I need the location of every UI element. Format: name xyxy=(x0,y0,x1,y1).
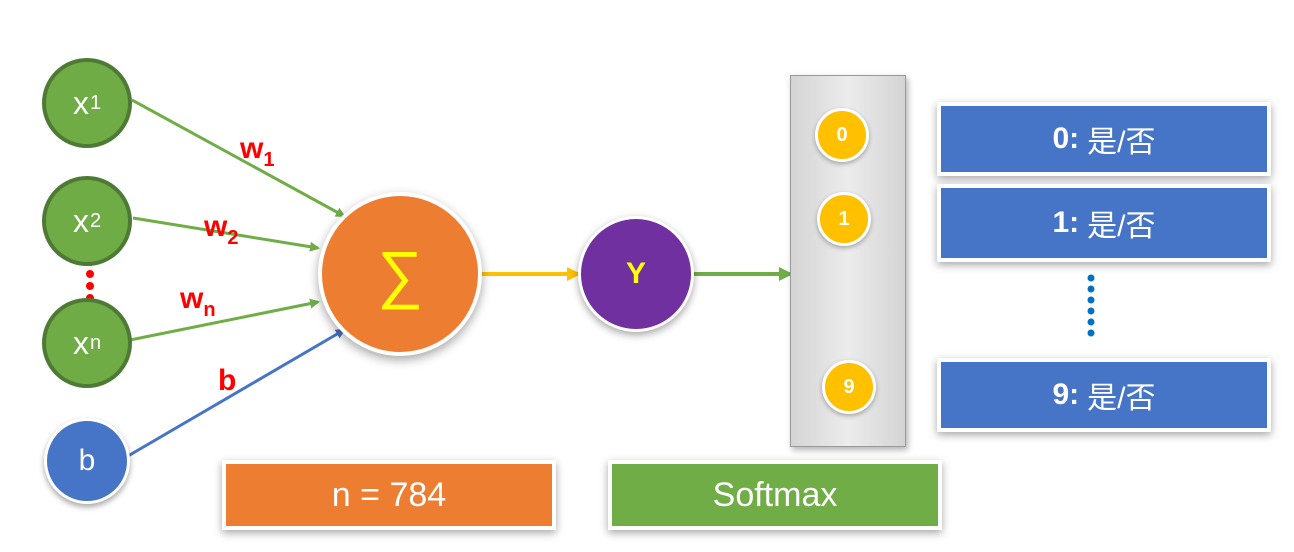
weight-label-w2: w2 xyxy=(204,210,238,250)
weight-w2-base: w xyxy=(204,210,228,243)
weight-wn-sub: n xyxy=(203,299,216,321)
result-9-digit: 9: xyxy=(1052,378,1080,411)
input-x2-base: x xyxy=(72,202,89,239)
summation-node: ∑ xyxy=(318,192,482,356)
edge-x1-sum xyxy=(131,98,346,218)
result-0-text: 是/否 xyxy=(1087,126,1156,159)
weight-w1-sub: 1 xyxy=(263,149,275,171)
input-size-caption: n = 784 xyxy=(222,460,556,530)
class-1-label: 1 xyxy=(838,207,850,230)
edge-xn-sum xyxy=(129,298,320,342)
result-0-digit: 0: xyxy=(1052,122,1080,155)
bias-label: b xyxy=(78,444,96,477)
summation-symbol: ∑ xyxy=(377,238,423,310)
result-1-text: 是/否 xyxy=(1087,210,1156,243)
class-node-9: 9 xyxy=(822,360,876,414)
input-xn-sub: n xyxy=(89,331,102,354)
weight-w1-base: w xyxy=(240,132,264,165)
result-box-0: 0:是/否 xyxy=(937,102,1271,176)
result-1-digit: 1: xyxy=(1052,206,1080,239)
weight-label-w1: w1 xyxy=(240,132,274,172)
input-xn-base: x xyxy=(72,324,89,361)
softmax-text: Softmax xyxy=(712,475,838,514)
input-size-text: n = 784 xyxy=(331,475,447,514)
class-0-label: 0 xyxy=(836,123,848,146)
softmax-caption: Softmax xyxy=(608,460,942,530)
result-box-1: 1:是/否 xyxy=(937,184,1271,262)
bias-node: b xyxy=(44,418,130,504)
input-x1-base: x xyxy=(72,84,89,121)
class-9-label: 9 xyxy=(843,375,855,398)
output-label: Y xyxy=(625,257,646,290)
result-9-text: 是/否 xyxy=(1087,382,1156,415)
weight-b-text: b xyxy=(218,364,237,397)
class-node-1: 1 xyxy=(817,192,871,246)
result-box-9: 9:是/否 xyxy=(937,358,1271,432)
weight-w2-sub: 2 xyxy=(227,227,239,249)
weight-label-b: b xyxy=(218,364,236,398)
input-x1-sub: 1 xyxy=(89,91,102,114)
weight-label-wn: wn xyxy=(180,282,216,322)
weight-wn-base: w xyxy=(180,282,204,315)
input-x2-sub: 2 xyxy=(89,209,102,232)
result-ellipsis-dots xyxy=(1087,274,1095,337)
output-node-y: Y xyxy=(578,216,694,332)
edge-x2-sum xyxy=(132,216,320,252)
class-node-0: 0 xyxy=(815,108,869,162)
edge-b-sum xyxy=(127,328,346,458)
